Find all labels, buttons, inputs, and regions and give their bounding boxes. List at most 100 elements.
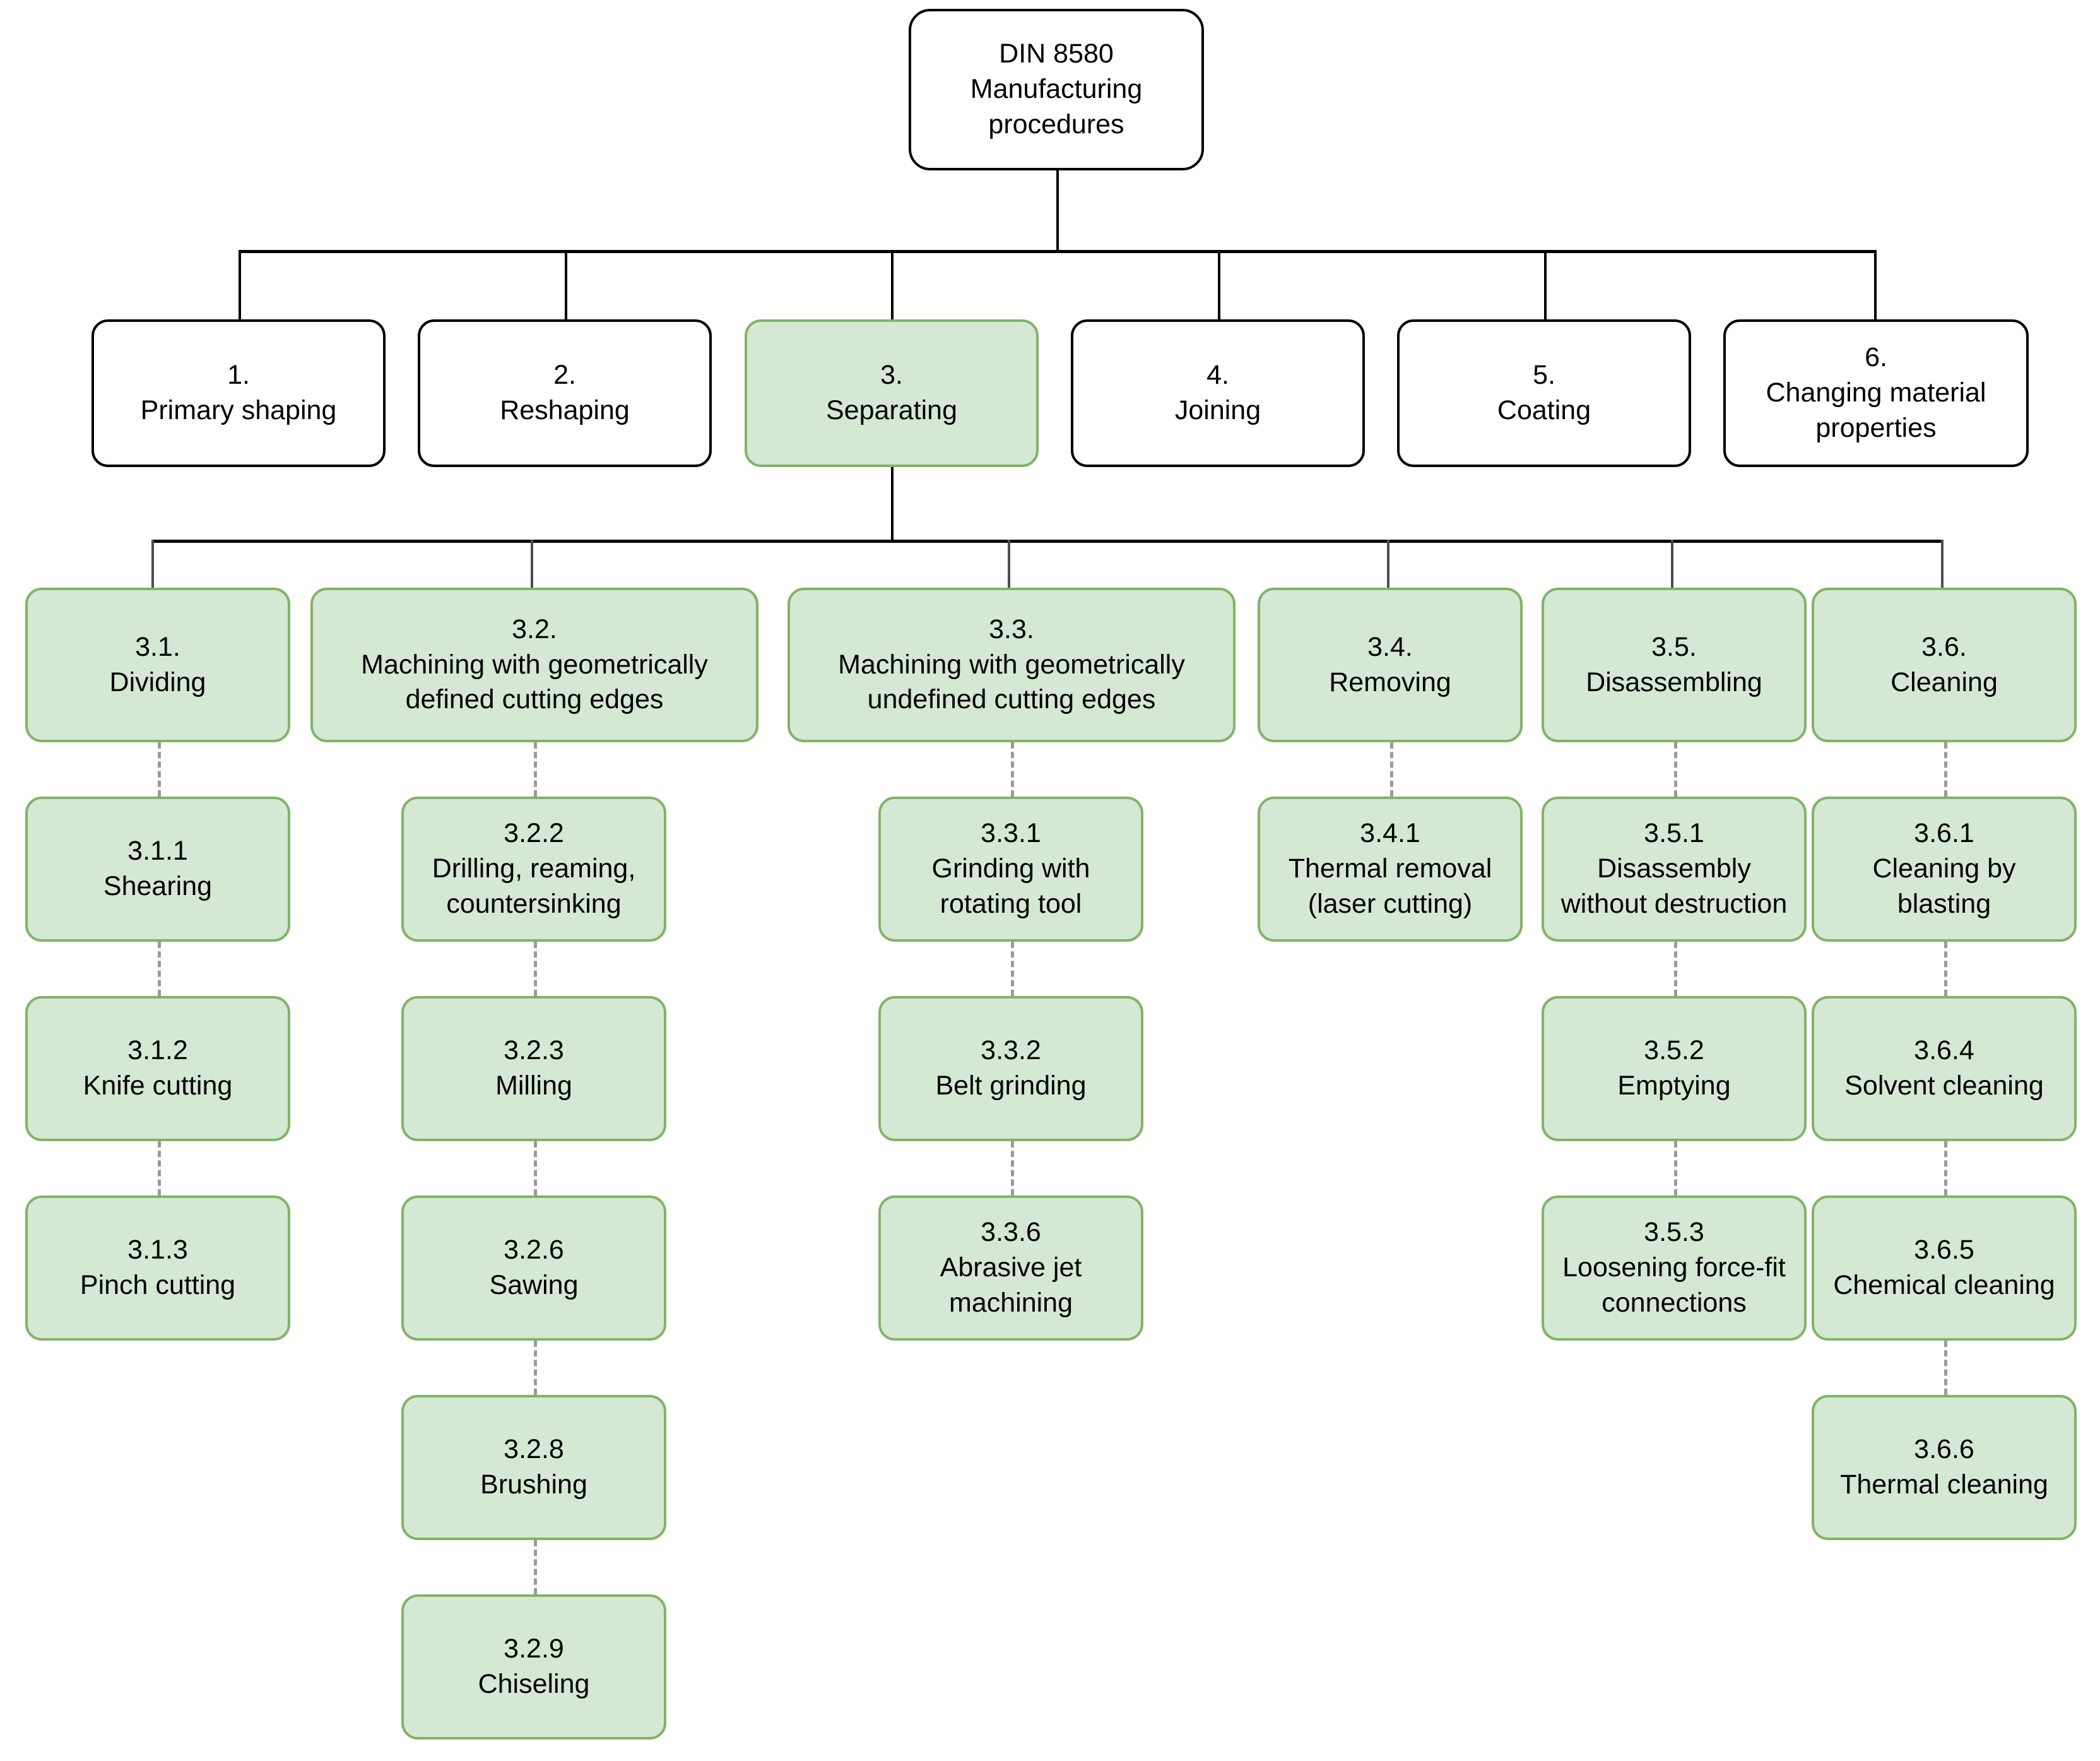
node-joining-code: 4. (1206, 360, 1229, 391)
node-dividing-label: Dividing (109, 667, 206, 697)
node-thermal-removal[interactable]: 3.4.1 Thermal removal (laser cutting) (1258, 797, 1523, 942)
node-disassembly-without-destruction-label2: without destruction (1560, 888, 1788, 919)
node-pinch-cutting[interactable]: 3.1.3 Pinch cutting (25, 1195, 290, 1341)
dashed-connector-312-313 (158, 1141, 161, 1195)
connector-drop-6 (1874, 250, 1877, 319)
connector-drop-35 (1671, 540, 1673, 588)
node-drilling-reaming-countersinking-label1: Drilling, reaming, (432, 853, 636, 884)
node-dividing-code: 3.1. (135, 631, 180, 662)
node-machining-defined-edges[interactable]: 3.2. Machining with geometrically define… (310, 588, 758, 742)
connector-root-stem (1056, 169, 1059, 251)
node-changing-material-properties[interactable]: 6. Changing material properties (1723, 319, 2029, 467)
node-thermal-removal-label2: (laser cutting) (1307, 888, 1473, 919)
dashed-connector-351-352 (1674, 942, 1677, 996)
connector-drop-5 (1544, 250, 1547, 319)
node-drilling-reaming-countersinking[interactable]: 3.2.2 Drilling, reaming, countersinking (401, 797, 666, 942)
node-grinding-rotating-tool-label2: rotating tool (940, 888, 1082, 919)
node-loosening-force-fit-connections[interactable]: 3.5.3 Loosening force-fit connections (1542, 1195, 1807, 1341)
connector-drop-34 (1387, 540, 1389, 588)
node-machining-undefined-edges-code: 3.3. (989, 614, 1034, 644)
node-pinch-cutting-code: 3.1.3 (127, 1235, 188, 1266)
node-thermal-cleaning[interactable]: 3.6.6 Thermal cleaning (1812, 1395, 2077, 1540)
node-grinding-rotating-tool-code: 3.3.1 (981, 818, 1041, 849)
node-shearing[interactable]: 3.1.1 Shearing (25, 797, 290, 942)
node-chiseling-code: 3.2.9 (504, 1634, 564, 1664)
node-root-line2: Manufacturing (970, 74, 1143, 105)
dashed-connector-34-341 (1390, 742, 1393, 797)
node-brushing-code: 3.2.8 (504, 1434, 564, 1465)
node-belt-grinding[interactable]: 3.3.2 Belt grinding (878, 996, 1143, 1141)
connector-separating-stem (891, 467, 894, 543)
connector-level2-bus (151, 540, 1941, 543)
node-grinding-rotating-tool[interactable]: 3.3.1 Grinding with rotating tool (878, 797, 1143, 942)
node-cleaning-by-blasting-code: 3.6.1 (1914, 818, 1974, 849)
node-grinding-rotating-tool-label1: Grinding with (931, 853, 1090, 884)
node-shearing-label: Shearing (103, 871, 213, 901)
connector-drop-4 (1218, 250, 1220, 319)
dashed-connector-328-329 (534, 1540, 537, 1594)
node-drilling-reaming-countersinking-label2: countersinking (446, 888, 622, 919)
node-joining[interactable]: 4. Joining (1071, 319, 1365, 467)
node-primary-shaping[interactable]: 1. Primary shaping (91, 319, 386, 467)
node-knife-cutting-code: 3.1.2 (127, 1035, 188, 1066)
node-reshaping[interactable]: 2. Reshaping (418, 319, 712, 467)
dashed-connector-32-322 (534, 742, 537, 797)
node-disassembling-code: 3.5. (1651, 631, 1697, 662)
node-disassembly-without-destruction[interactable]: 3.5.1 Disassembly without destruction (1542, 797, 1807, 942)
node-reshaping-label: Reshaping (500, 395, 630, 425)
node-cleaning-label: Cleaning (1891, 667, 1998, 697)
node-machining-defined-edges-code: 3.2. (512, 614, 557, 644)
node-root[interactable]: DIN 8580 Manufacturing procedures (909, 9, 1204, 170)
connector-drop-2 (565, 250, 567, 319)
node-machining-undefined-edges-label2: undefined cutting edges (867, 684, 1156, 715)
dashed-connector-31-311 (158, 742, 161, 797)
node-cleaning-code: 3.6. (1921, 631, 1967, 662)
node-disassembling-label: Disassembling (1586, 667, 1762, 697)
node-coating[interactable]: 5. Coating (1397, 319, 1691, 467)
node-emptying[interactable]: 3.5.2 Emptying (1542, 996, 1807, 1141)
node-chiseling[interactable]: 3.2.9 Chiseling (401, 1594, 666, 1740)
node-disassembling[interactable]: 3.5. Disassembling (1542, 588, 1807, 742)
node-brushing[interactable]: 3.2.8 Brushing (401, 1395, 666, 1540)
node-knife-cutting[interactable]: 3.1.2 Knife cutting (25, 996, 290, 1141)
node-coating-label: Coating (1497, 395, 1591, 425)
connector-drop-32 (531, 540, 533, 588)
node-chemical-cleaning[interactable]: 3.6.5 Chemical cleaning (1812, 1195, 2077, 1341)
node-separating[interactable]: 3. Separating (745, 319, 1039, 467)
node-milling-label: Milling (495, 1070, 572, 1101)
node-machining-undefined-edges-label1: Machining with geometrically (838, 649, 1185, 680)
connector-drop-1 (239, 250, 241, 319)
node-chiseling-label: Chiseling (478, 1669, 590, 1699)
node-changing-material-properties-code: 6. (1865, 342, 1887, 373)
node-disassembly-without-destruction-code: 3.5.1 (1644, 818, 1704, 849)
node-solvent-cleaning[interactable]: 3.6.4 Solvent cleaning (1812, 996, 2077, 1141)
node-solvent-cleaning-code: 3.6.4 (1914, 1035, 1974, 1066)
node-cleaning[interactable]: 3.6. Cleaning (1812, 588, 2077, 742)
node-cleaning-by-blasting[interactable]: 3.6.1 Cleaning by blasting (1812, 797, 2077, 942)
node-abrasive-jet-machining-label2: machining (949, 1287, 1073, 1318)
node-removing-code: 3.4. (1367, 631, 1413, 662)
node-thermal-removal-code: 3.4.1 (1360, 818, 1420, 849)
node-dividing[interactable]: 3.1. Dividing (25, 588, 290, 742)
node-joining-label: Joining (1174, 395, 1261, 425)
node-machining-undefined-edges[interactable]: 3.3. Machining with geometrically undefi… (788, 588, 1236, 742)
dashed-connector-364-365 (1944, 1141, 1947, 1195)
node-disassembly-without-destruction-label1: Disassembly (1597, 853, 1751, 884)
node-changing-material-properties-label1: Changing material (1766, 377, 1986, 408)
connector-drop-33 (1008, 540, 1010, 588)
connector-drop-3 (891, 250, 894, 319)
node-solvent-cleaning-label: Solvent cleaning (1844, 1070, 2044, 1101)
dashed-connector-331-332 (1011, 942, 1014, 996)
node-abrasive-jet-machining[interactable]: 3.3.6 Abrasive jet machining (878, 1195, 1143, 1341)
node-removing[interactable]: 3.4. Removing (1258, 588, 1523, 742)
node-machining-defined-edges-label1: Machining with geometrically (361, 649, 708, 680)
node-milling[interactable]: 3.2.3 Milling (401, 996, 666, 1141)
node-primary-shaping-code: 1. (227, 360, 250, 391)
dashed-connector-322-323 (534, 942, 537, 996)
node-brushing-label: Brushing (480, 1469, 587, 1500)
node-shearing-code: 3.1.1 (127, 836, 188, 867)
dashed-connector-323-326 (534, 1141, 537, 1195)
node-sawing[interactable]: 3.2.6 Sawing (401, 1195, 666, 1341)
connector-drop-31 (151, 540, 154, 588)
